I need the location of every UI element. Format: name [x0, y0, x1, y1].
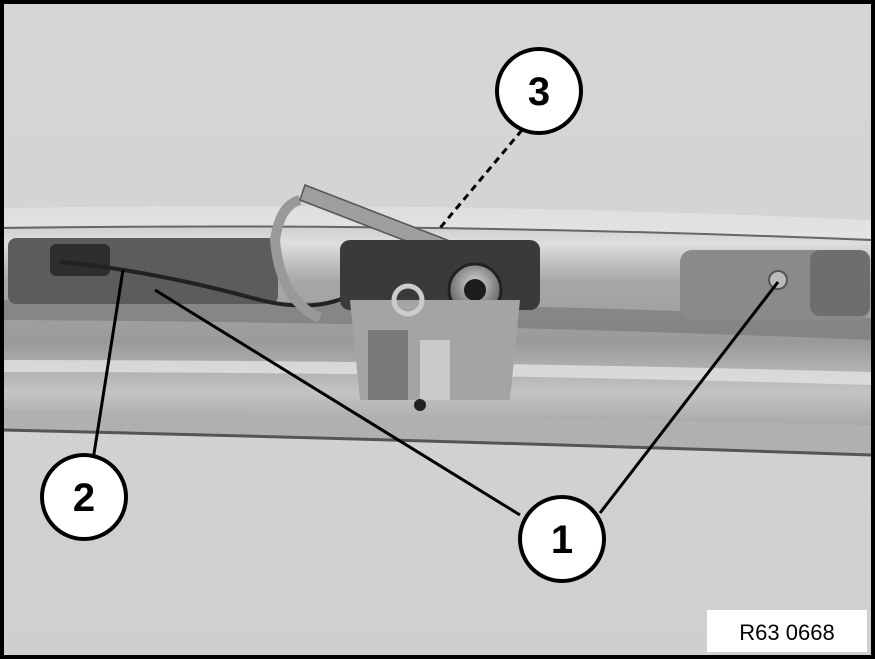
callout-2: 2: [40, 453, 128, 541]
leader-lines: [91, 129, 780, 517]
lock-mechanism: [269, 184, 540, 411]
wire-cable: [59, 260, 362, 308]
callout-2-label: 2: [73, 476, 95, 520]
callout-3-label: 3: [528, 70, 550, 114]
reference-box: R63 0668: [707, 610, 867, 652]
reference-label: R63 0668: [739, 620, 834, 645]
callout-3: 3: [495, 47, 583, 135]
callout-1: 1: [518, 495, 606, 583]
callout-1-label: 1: [551, 518, 573, 562]
